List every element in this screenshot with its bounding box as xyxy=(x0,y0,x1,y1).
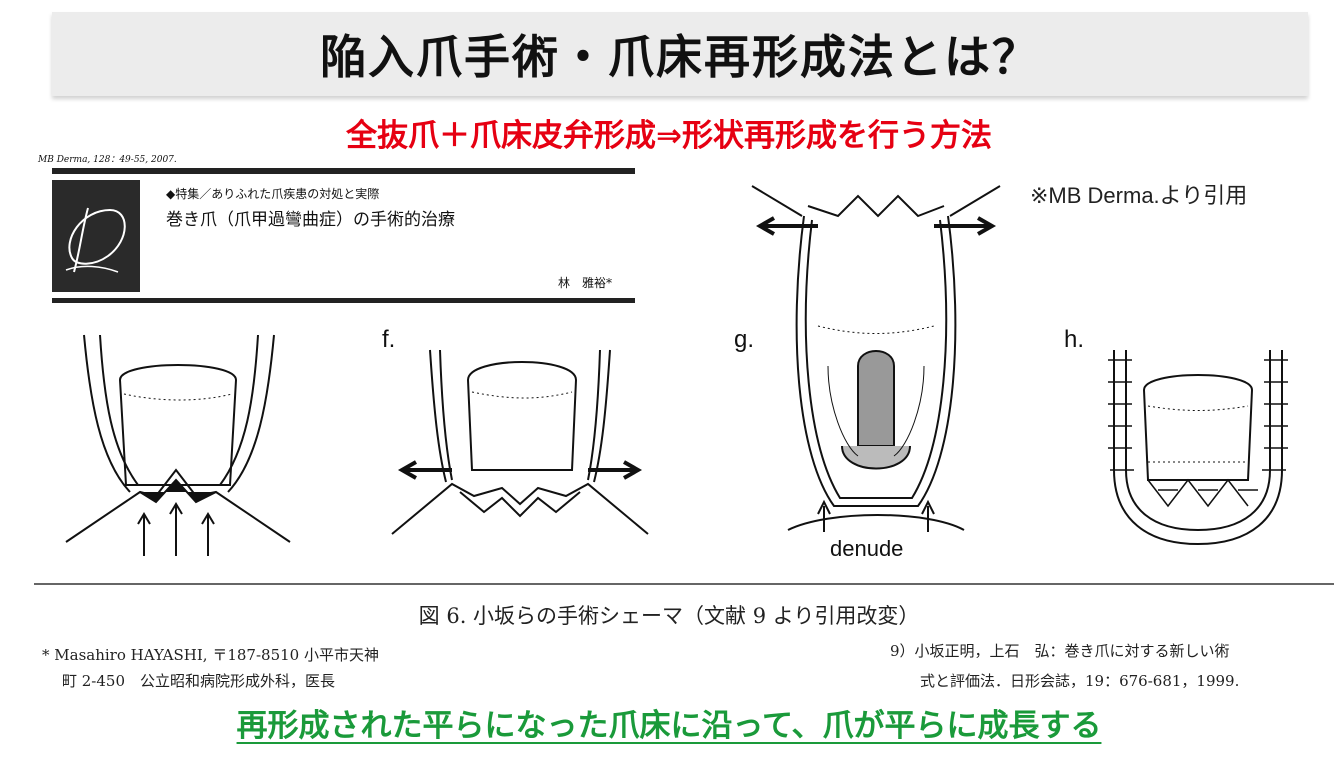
article-header: MB Derma, 128：49-55, 2007. ◆特集／ありふれた爪疾患の… xyxy=(38,152,635,304)
figure-h-drawing xyxy=(1108,350,1288,546)
footnote-left-line1: * Masahiro HAYASHI, 〒187-8510 小平市天神 xyxy=(42,646,379,664)
slide-subtitle: 全抜爪＋爪床皮弁形成⇒形状再形成を行う方法 xyxy=(346,118,992,154)
footnote-right-line1: 9）小坂正明，上石 弘：巻き爪に対する新しい術 xyxy=(890,642,1230,660)
caption-divider xyxy=(34,583,1334,585)
header-rule-top xyxy=(52,168,635,174)
figure-g-annotation: denude xyxy=(830,536,904,561)
article-series: ◆特集／ありふれた爪疾患の対処と実際 xyxy=(166,187,380,201)
article-title: 巻き爪（爪甲過彎曲症）の手術的治療 xyxy=(166,210,455,230)
slide-title: 陥入爪手術・爪床再形成法とは？ xyxy=(320,30,1040,84)
journal-logo-mark xyxy=(65,207,126,273)
journal-citation: MB Derma, 128：49-55, 2007. xyxy=(38,155,177,165)
footnote-left: * Masahiro HAYASHI, 〒187-8510 小平市天神 町 2-… xyxy=(42,642,379,694)
figure-f-drawing xyxy=(391,349,649,535)
footnote-right-line2: 式と評価法．日形会誌，19：676-681，1999. xyxy=(920,672,1240,690)
header-rule-bottom xyxy=(52,298,635,303)
figure-h xyxy=(1098,330,1298,560)
footnote-left-line2: 町 2-450 公立昭和病院形成外科，医長 xyxy=(62,672,336,690)
conclusion-text: 再形成された平らになった爪床に沿って、爪が平らに成長する xyxy=(236,708,1102,744)
figure-f-label: f. xyxy=(382,326,396,353)
figure-g-drawing xyxy=(751,185,1001,532)
source-credit: ※MB Derma.より引用 xyxy=(1030,183,1248,208)
figure-g xyxy=(748,176,1004,546)
figure-e xyxy=(60,320,300,560)
journal-logo xyxy=(52,180,140,292)
figure-f xyxy=(390,320,650,550)
article-author: 林 雅裕* xyxy=(558,276,613,290)
figure-e-drawing xyxy=(65,334,291,556)
title-bar: 陥入爪手術・爪床再形成法とは？ xyxy=(52,12,1308,96)
conclusion: 再形成された平らになった爪床に沿って、爪が平らに成長する xyxy=(0,700,1338,745)
figure-h-label: h. xyxy=(1064,326,1085,353)
figure-caption: 図 6. 小坂らの手術シェーマ（文献 9 より引用改変） xyxy=(418,604,920,628)
footnote-right: 9）小坂正明，上石 弘：巻き爪に対する新しい術 式と評価法．日形会誌，19：67… xyxy=(890,636,1239,696)
figure-g-label: g. xyxy=(734,326,755,353)
